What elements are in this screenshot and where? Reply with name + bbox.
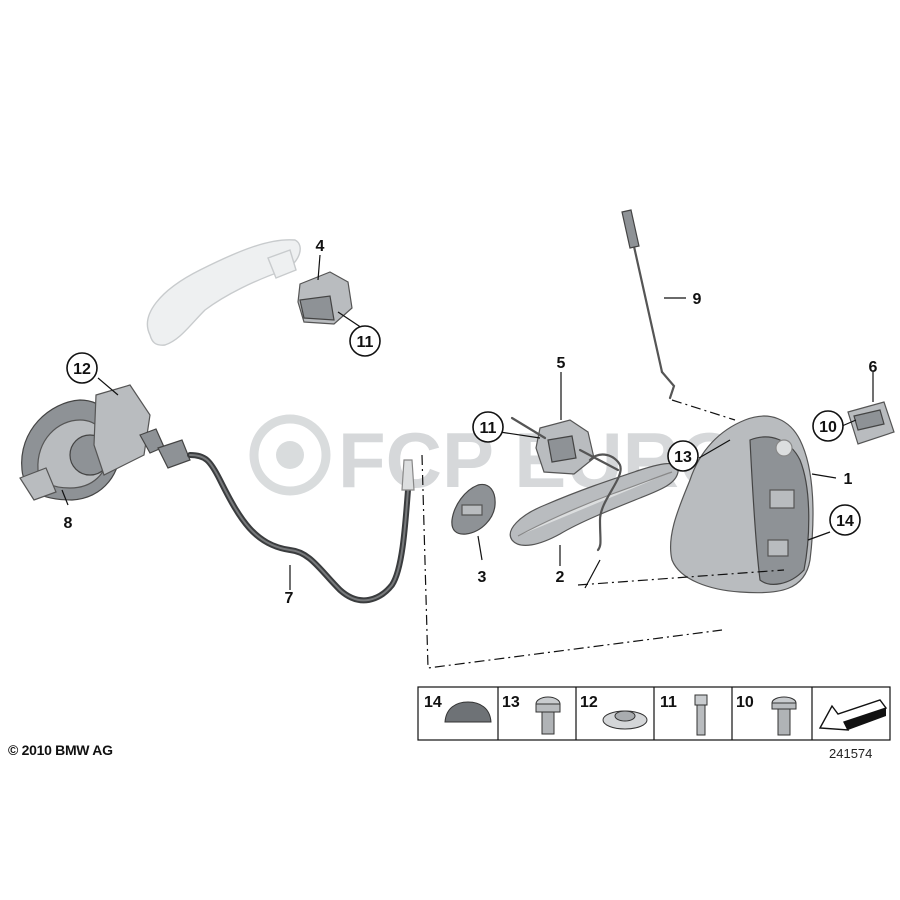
svg-text:10: 10: [819, 419, 837, 436]
image-number: 241574: [829, 746, 873, 761]
svg-text:5: 5: [557, 355, 566, 372]
hardware-table: 14 13 12 11 10: [417, 686, 891, 741]
callouts: 1 2 3 4 5 6 7 8 9 10 11 11 12 13 14: [64, 238, 878, 607]
table-cell-11: 11: [660, 694, 708, 736]
svg-text:10: 10: [736, 694, 754, 711]
callout-8: 8: [64, 515, 73, 532]
callout-13: 13: [667, 440, 699, 472]
callout-10: 10: [812, 410, 844, 442]
svg-text:14: 14: [836, 513, 854, 530]
table-cell-10: 10: [736, 694, 797, 736]
speed-nut-icon: [602, 710, 648, 730]
callout-14: 14: [829, 504, 861, 536]
cap-plug-icon: [444, 701, 492, 723]
svg-text:2: 2: [556, 569, 565, 586]
part-7-bowden-cable: [157, 439, 415, 604]
torx-screw-icon-small: [771, 696, 797, 736]
assembly-dash-lines: [421, 399, 785, 669]
svg-text:12: 12: [580, 694, 598, 711]
part-4-handle-carrier: [297, 271, 353, 325]
part-8-bowden-bracket: [19, 384, 165, 501]
part-9-lock-rod: [621, 209, 676, 400]
callout-12: 12: [66, 352, 98, 384]
callout-2: 2: [556, 569, 565, 586]
svg-text:3: 3: [478, 569, 487, 586]
faint-door-handle: [146, 239, 301, 346]
callout-5: 5: [557, 355, 566, 372]
callout-3: 3: [478, 569, 487, 586]
part-3-cover-cap: [451, 483, 496, 535]
allen-bolt-icon: [694, 694, 708, 736]
table-cell-arrow: [818, 699, 888, 731]
copyright-notice: © 2010 BMW AG: [8, 742, 113, 758]
svg-text:8: 8: [64, 515, 73, 532]
svg-text:13: 13: [674, 449, 692, 466]
leader-lines: [61, 254, 874, 590]
svg-text:9: 9: [693, 291, 702, 308]
table-cell-12: 12: [580, 694, 648, 730]
callout-9: 9: [693, 291, 702, 308]
direction-arrow-icon: [818, 699, 888, 731]
svg-text:11: 11: [660, 694, 677, 711]
svg-text:12: 12: [73, 361, 91, 378]
callout-4: 4: [316, 238, 325, 255]
part-1-door-lock: [670, 415, 814, 594]
torx-screw-icon: [535, 696, 561, 735]
part-6-striker-plate: [847, 401, 895, 445]
callout-11-b: 11: [472, 411, 504, 443]
table-cell-13: 13: [502, 694, 561, 735]
svg-text:11: 11: [357, 334, 374, 351]
svg-text:7: 7: [285, 590, 294, 607]
callout-11-a: 11: [349, 325, 381, 357]
svg-text:14: 14: [424, 694, 442, 711]
table-cell-14: 14: [424, 694, 492, 723]
svg-text:13: 13: [502, 694, 520, 711]
svg-text:4: 4: [316, 238, 325, 255]
svg-text:6: 6: [869, 359, 878, 376]
svg-text:11: 11: [480, 420, 497, 437]
callout-7: 7: [285, 590, 294, 607]
part-5-handle-carrier: [510, 416, 620, 475]
svg-text:1: 1: [844, 471, 853, 488]
callout-6: 6: [869, 359, 878, 376]
part-2-outer-door-handle: [509, 453, 679, 552]
callout-1: 1: [844, 471, 853, 488]
